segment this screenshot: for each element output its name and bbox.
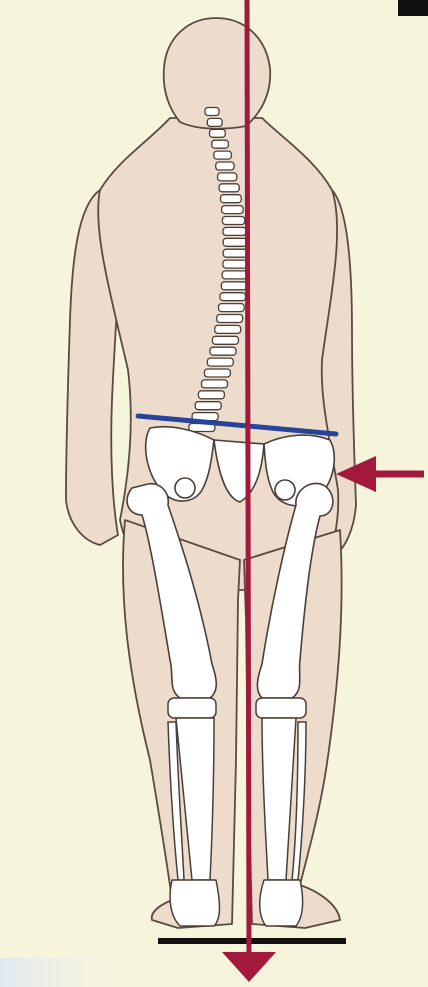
vertebra: [207, 358, 233, 366]
vertebra: [214, 151, 232, 159]
vertebra: [204, 369, 230, 377]
vertebra: [198, 391, 224, 399]
vertebra: [223, 227, 246, 235]
left-foot: [170, 880, 219, 926]
vertebra: [223, 260, 248, 268]
vertebra: [220, 293, 246, 301]
right-knee: [256, 698, 306, 718]
left-knee: [168, 698, 216, 718]
right-foot: [260, 880, 303, 926]
vertebra: [215, 325, 241, 333]
vertebra: [210, 347, 236, 355]
vertebra: [223, 238, 247, 246]
floor-line: [158, 938, 346, 944]
top-right-corner-mark: [398, 0, 428, 16]
right-hip-joint: [275, 480, 295, 500]
vertebra: [222, 206, 244, 214]
vertebra: [217, 315, 243, 323]
left-hip-joint: [175, 478, 195, 498]
vertebra: [218, 173, 237, 181]
vertebra: [212, 336, 238, 344]
vertebra: [221, 195, 242, 203]
vertebra: [222, 217, 244, 225]
vertebra: [219, 304, 245, 312]
vertebra: [212, 140, 229, 148]
vertebra: [216, 162, 234, 170]
vertebra: [207, 118, 222, 126]
vertebra: [221, 282, 246, 290]
vertebra: [202, 380, 228, 388]
vertebra: [222, 271, 247, 279]
plumb-line: [247, 0, 249, 958]
vertebra: [205, 108, 219, 116]
vertebra: [210, 129, 226, 137]
bottom-left-fade: [0, 958, 140, 987]
vertebra: [195, 402, 221, 410]
vertebra: [219, 184, 239, 192]
vertebra: [223, 249, 247, 257]
